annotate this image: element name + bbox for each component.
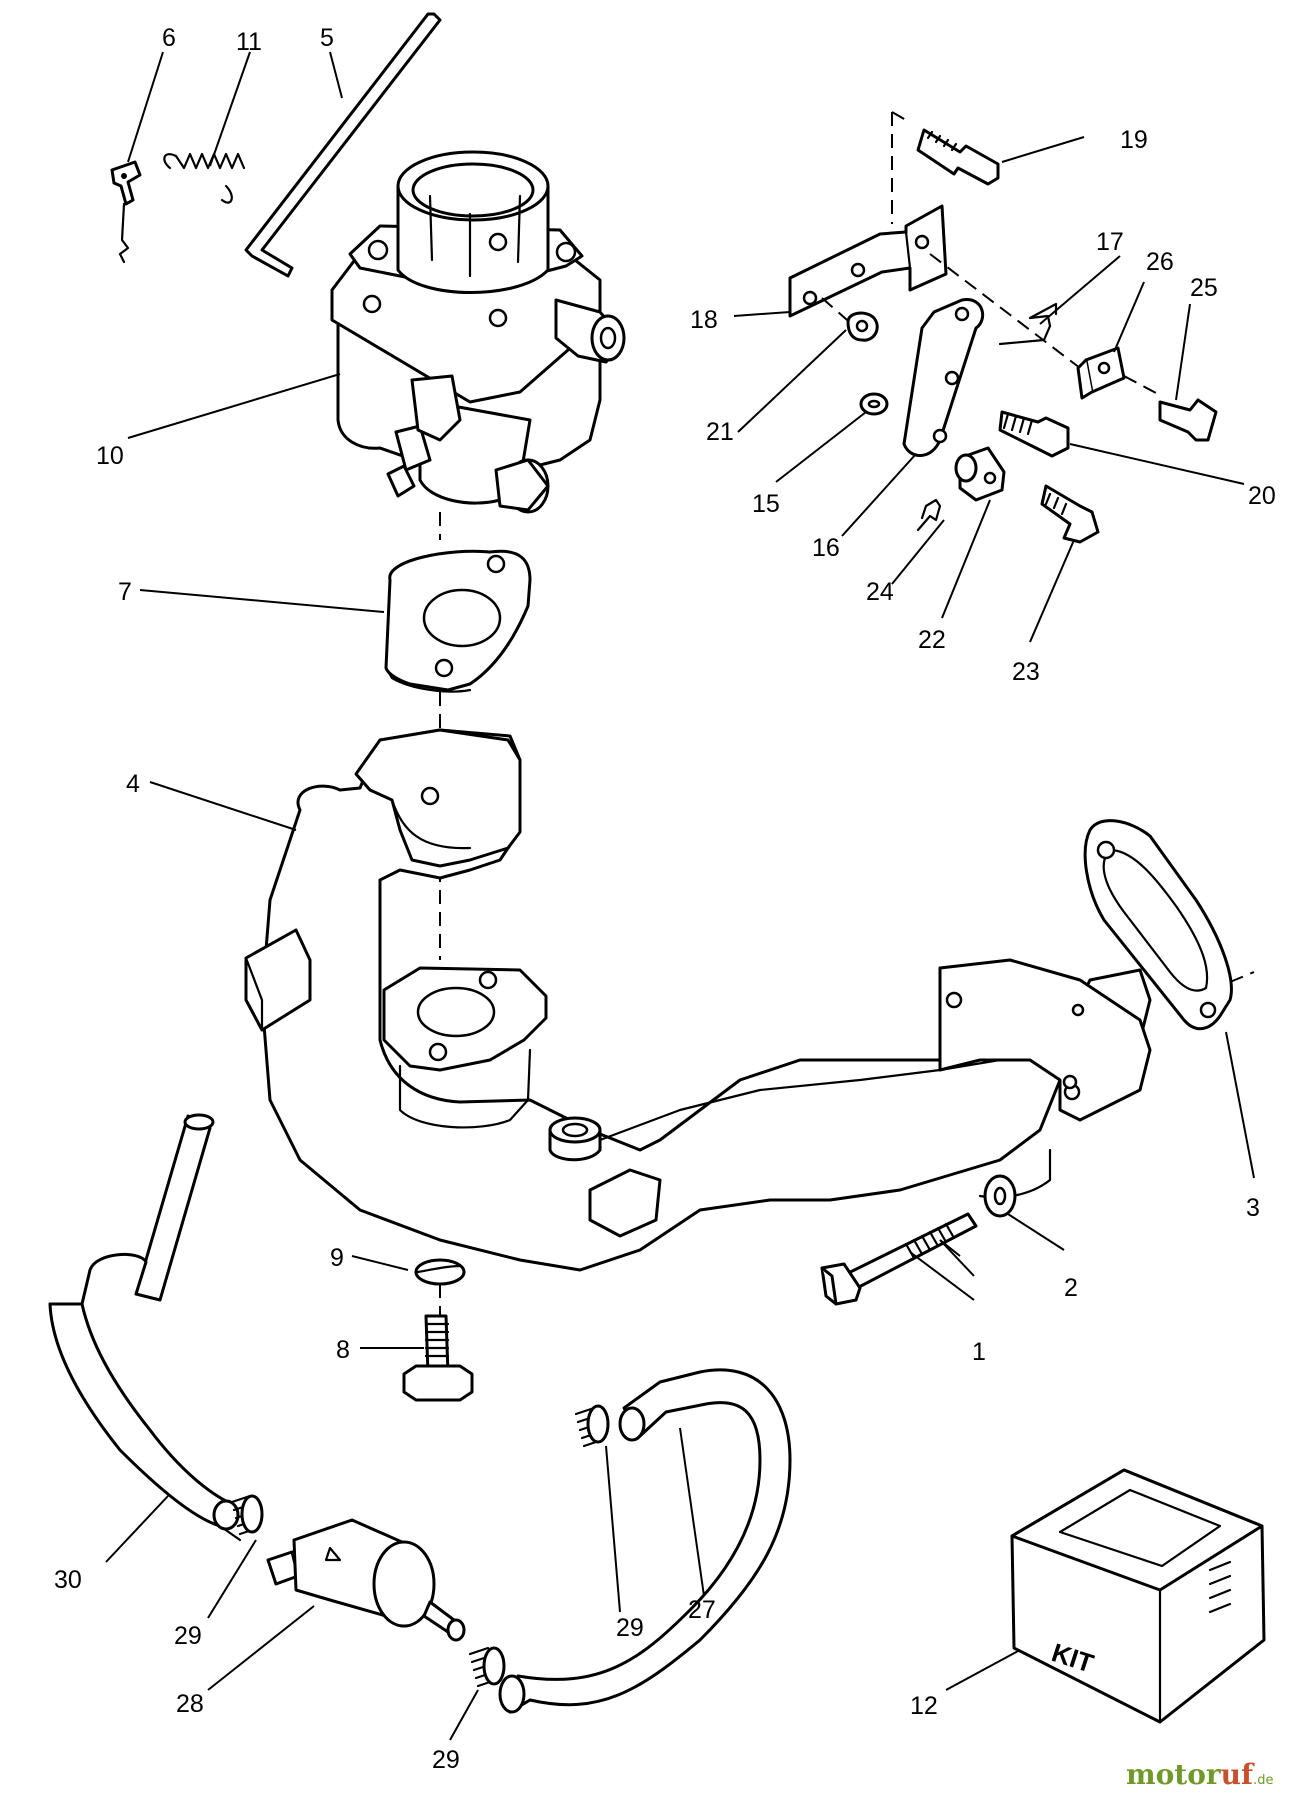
callout-20: 20 — [1248, 482, 1276, 510]
callout-22: 22 — [918, 626, 946, 654]
callout-2: 2 — [1064, 1274, 1078, 1302]
callout-29-a: 29 — [174, 1622, 202, 1650]
part-12-kit-box: KIT — [1010, 1468, 1266, 1724]
part-4-manifold — [244, 728, 1152, 1272]
part-1-bolt — [820, 1212, 978, 1306]
callout-5: 5 — [320, 24, 334, 52]
callout-30: 30 — [54, 1566, 82, 1594]
centerline-18 — [891, 111, 907, 121]
part-19-screw — [916, 128, 1000, 186]
part-29-clamp-b — [574, 1404, 610, 1448]
callout-6: 6 — [162, 24, 176, 52]
leader-lines — [105, 51, 1255, 1741]
part-29-clamp-a — [230, 1494, 264, 1536]
callout-28: 28 — [176, 1690, 204, 1718]
watermark-suffix: .de — [1253, 1773, 1273, 1788]
part-28-fuel-filter — [266, 1518, 466, 1642]
part-22-swivel — [954, 446, 1006, 502]
part-26-nut — [1076, 346, 1126, 400]
watermark-part-2: uf — [1221, 1758, 1255, 1791]
callout-23: 23 — [1012, 658, 1040, 686]
part-20-screw — [998, 410, 1070, 458]
watermark-part-1: motor — [1126, 1758, 1222, 1791]
callout-29-b: 29 — [616, 1614, 644, 1642]
part-2-washer — [983, 1174, 1017, 1218]
callout-labels: 6 11 5 10 7 4 9 8 2 1 3 19 17 26 25 18 2… — [54, 24, 1276, 1774]
callout-18: 18 — [690, 306, 718, 334]
callout-3: 3 — [1246, 1194, 1260, 1222]
part-15-washer — [859, 392, 889, 416]
callout-10: 10 — [96, 442, 124, 470]
callout-26: 26 — [1146, 248, 1174, 276]
part-30-hose — [48, 1113, 242, 1542]
part-24-hairpin — [916, 498, 942, 532]
centerline-gasket-3 — [1229, 971, 1255, 983]
part-6-lever — [110, 160, 142, 264]
callout-16: 16 — [812, 534, 840, 562]
callout-21: 21 — [706, 418, 734, 446]
part-7-gasket — [384, 549, 532, 693]
callout-12: 12 — [910, 1692, 938, 1720]
part-9-washer — [414, 1258, 466, 1286]
part-27-hose — [498, 1368, 792, 1714]
callout-9: 9 — [330, 1244, 344, 1272]
part-23-screw — [1040, 484, 1100, 544]
callout-15: 15 — [752, 490, 780, 518]
callout-8: 8 — [336, 1336, 350, 1364]
callout-4: 4 — [126, 770, 140, 798]
callout-17: 17 — [1096, 228, 1124, 256]
svg-text:motoruf.de: motoruf.de — [1126, 1758, 1273, 1791]
part-29-clamp-c — [468, 1646, 506, 1688]
callout-19: 19 — [1120, 126, 1148, 154]
callout-29-c: 29 — [432, 1746, 460, 1774]
part-3-gasket — [1083, 819, 1233, 1031]
part-21-lockwasher — [846, 311, 879, 342]
watermark-logo: motoruf.de — [1126, 1758, 1273, 1791]
part-8-screw — [402, 1314, 474, 1402]
callout-7: 7 — [118, 578, 132, 606]
part-18-bracket — [788, 204, 948, 318]
part-11-spring — [163, 152, 246, 204]
part-10-carburetor — [330, 150, 626, 514]
callout-11: 11 — [236, 28, 262, 56]
part-16-link — [902, 298, 985, 457]
part-5-rod — [244, 12, 442, 278]
part-25-screw — [1158, 398, 1218, 442]
callout-25: 25 — [1190, 274, 1218, 302]
callout-27: 27 — [688, 1596, 716, 1624]
callout-1: 1 — [972, 1338, 986, 1366]
centerline-25 — [1123, 375, 1159, 395]
callout-24: 24 — [866, 578, 894, 606]
part-17-clip — [998, 302, 1058, 346]
